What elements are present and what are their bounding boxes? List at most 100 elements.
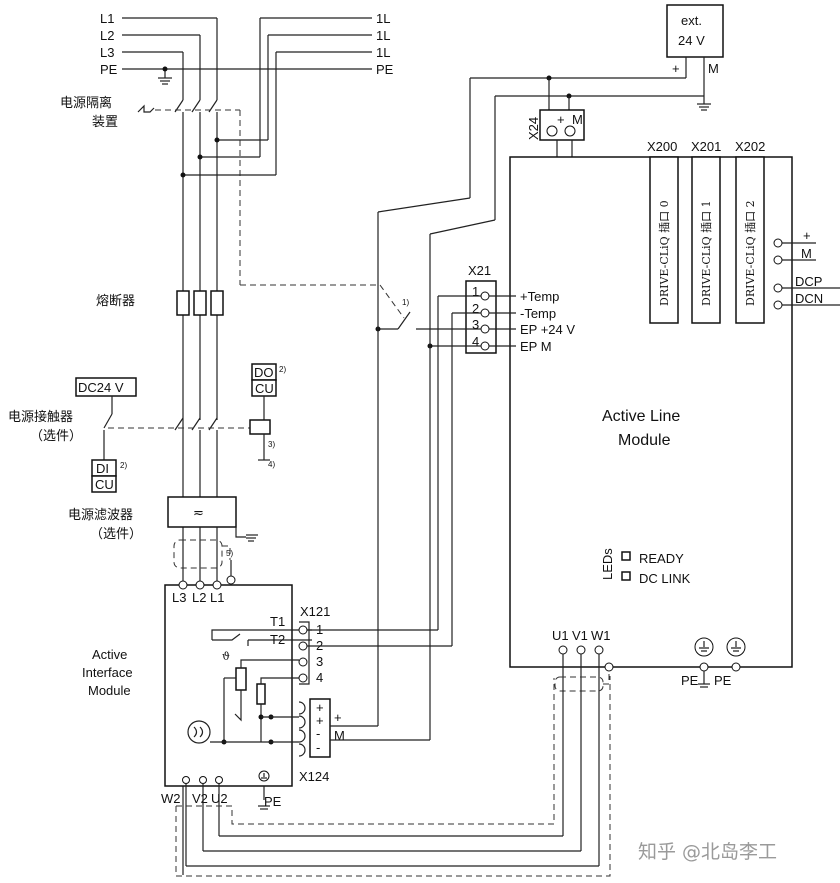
label-l1: L1 <box>100 11 114 26</box>
active-line-module: Active Line Module X200 X201 X202 DRIVE-… <box>509 139 840 692</box>
label-l3: L3 <box>100 45 114 60</box>
alm-pe-1: PE <box>681 673 699 688</box>
x124-plus-a: + <box>316 700 324 715</box>
contactor-cu: CU <box>95 477 114 492</box>
do-note-2: 2) <box>279 365 286 374</box>
aim-w2: W2 <box>161 791 181 806</box>
x21-label-ep24: EP +24 V <box>520 322 575 337</box>
ext24-label-1: ext. <box>681 13 702 28</box>
fuses: 熔断器 <box>96 290 224 316</box>
filter-symbol: ≂ <box>193 505 204 520</box>
watermark: 知乎 @北岛李工 <box>638 841 777 863</box>
interconnect-wires <box>175 197 611 877</box>
supply-lines <box>122 17 372 175</box>
ext24-plus: + <box>672 61 680 76</box>
x121-terminal-block: X121 1 2 3 4 <box>298 604 330 685</box>
dc-plus: + <box>803 228 811 243</box>
drive-cliq-socket-0[interactable] <box>649 156 679 324</box>
contactor-di: DI <box>96 461 109 476</box>
ext-24v-supply: ext. 24 V + M <box>469 4 724 220</box>
label-1l-c: 1L <box>376 45 390 60</box>
led-ready-label: READY <box>639 551 684 566</box>
dc-dcn: DCN <box>795 291 823 306</box>
drive-cliq-socket-1[interactable] <box>691 156 721 324</box>
filter-label-1: 电源滤波器 <box>68 508 133 523</box>
line-contactor: DC24 V DI CU 2) 电源接触器 （选件） DO CU 2) 3) 4… <box>8 363 286 497</box>
x21-pin-4: 4 <box>472 334 479 349</box>
ext24-m: M <box>708 61 719 76</box>
x124-terminal-block: + + - - + M X124 <box>298 698 345 784</box>
x124-m-label: M <box>334 728 345 743</box>
label-1l-a: 1L <box>376 11 390 26</box>
led-dclink-icon <box>621 571 631 581</box>
do-cu-label: CU <box>255 381 274 396</box>
aim-theta: ϑ <box>222 650 230 663</box>
x21-pin-3: 3 <box>472 317 479 332</box>
aim-title-1: Active <box>92 647 127 662</box>
contactor-label-1: 电源接触器 <box>8 409 73 425</box>
ext24-label-2: 24 V <box>678 33 705 48</box>
line-filter: ≂ 5) 电源滤波器 （选件） <box>68 496 258 585</box>
dc-dcp: DCP <box>795 274 822 289</box>
label-1l-b: 1L <box>376 28 390 43</box>
x21-label: X21 <box>468 263 491 278</box>
aim-t2: T2 <box>270 632 285 647</box>
x21-label-temp-plus: +Temp <box>520 289 559 304</box>
x24-plus: + <box>557 112 565 127</box>
port-x200: X200 <box>647 139 677 154</box>
x21-label-epm: EP M <box>520 339 552 354</box>
aim-l1: L1 <box>210 590 224 605</box>
drive-cliq-label-1: DRIVE-CLiQ 插口 1 <box>699 200 713 306</box>
contactor-label-2: （选件） <box>30 429 82 444</box>
x121-pin-3: 3 <box>316 654 323 669</box>
aim-pe: PE <box>264 794 282 809</box>
led-ready-icon <box>621 551 631 561</box>
alm-title-2: Module <box>618 432 671 449</box>
x121-pin-4: 4 <box>316 670 323 685</box>
filter-note: 5) <box>226 549 233 558</box>
drive-cliq-socket-2[interactable] <box>735 156 765 324</box>
active-interface-module: L3 L2 L1 Active Interface Module ϑ T1 T2 <box>82 560 312 810</box>
x24-m: M <box>572 112 583 127</box>
do-note-3: 3) <box>268 440 275 449</box>
fuse-label: 熔断器 <box>96 294 135 309</box>
alm-u1: U1 <box>552 628 569 643</box>
contactor-dc24v: DC24 V <box>78 380 124 395</box>
x21-pin-1: 1 <box>472 284 479 299</box>
aim-l2: L2 <box>192 590 206 605</box>
contactor-note: 2) <box>120 461 127 470</box>
aim-v2: V2 <box>192 791 208 806</box>
x121-label: X121 <box>300 604 330 619</box>
x124-minus-b: - <box>316 740 320 755</box>
x124-plus-b: + <box>316 713 324 728</box>
isolator-switch: 电源隔离 装置 <box>60 95 380 875</box>
x21-pin-2: 2 <box>472 301 479 316</box>
do-label: DO <box>254 365 274 380</box>
leds-label: LEDs <box>600 548 615 580</box>
aim-title-3: Module <box>88 683 131 698</box>
x24-connector: + M X24 <box>526 78 585 158</box>
label-l2: L2 <box>100 28 114 43</box>
x124-plus-label: + <box>334 710 342 725</box>
port-x202: X202 <box>735 139 765 154</box>
x124-label: X124 <box>299 769 329 784</box>
alm-title-1: Active Line <box>602 408 680 425</box>
alm-pe-2: PE <box>714 673 732 688</box>
isolator-label-2: 装置 <box>92 115 118 130</box>
x24-label: X24 <box>526 117 541 140</box>
alm-w1: W1 <box>591 628 611 643</box>
aim-l3: L3 <box>172 590 186 605</box>
aim-title-2: Interface <box>82 665 133 680</box>
aim-t1: T1 <box>270 614 285 629</box>
alm-v1: V1 <box>572 628 588 643</box>
do-note-4: 4) <box>268 460 275 469</box>
x21-label-temp-minus: -Temp <box>520 306 556 321</box>
isolator-label-1: 电源隔离 <box>60 95 112 111</box>
drive-cliq-label-0: DRIVE-CLiQ 插口 0 <box>657 200 671 306</box>
x21-note: 1) <box>402 298 409 307</box>
drive-cliq-label-2: DRIVE-CLiQ 插口 2 <box>743 200 757 306</box>
filter-label-2: （选件） <box>90 527 142 542</box>
label-pe: PE <box>100 62 118 77</box>
x124-minus-a: - <box>316 726 320 741</box>
